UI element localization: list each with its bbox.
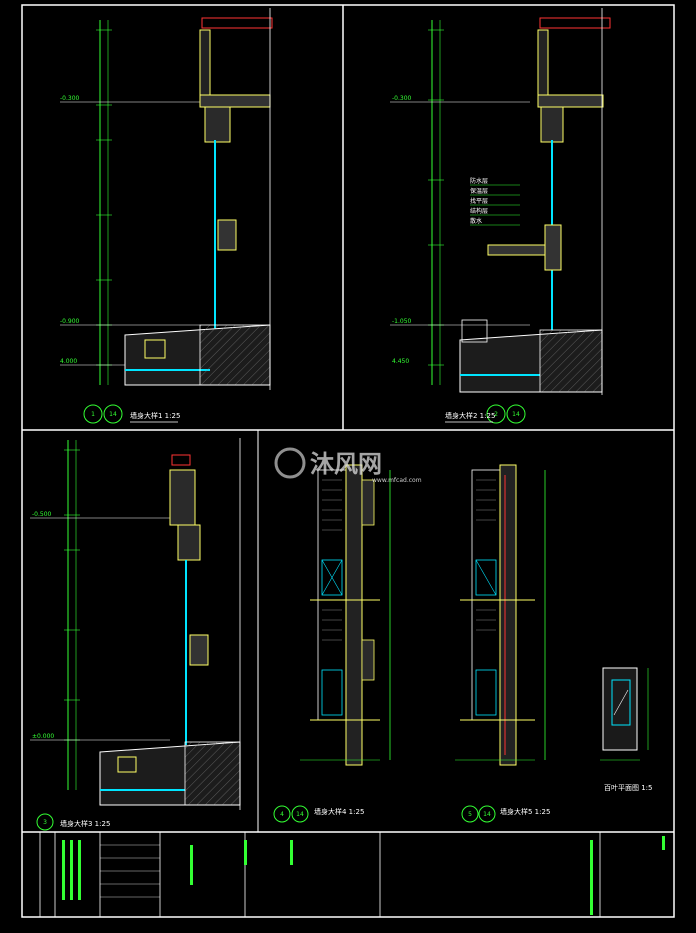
- detail-tag: 4: [280, 811, 284, 818]
- watermark-url: www.mfcad.com: [372, 477, 422, 484]
- title-block: [39, 832, 665, 917]
- level-label: ±0.000: [32, 733, 54, 740]
- level-label: 4.000: [60, 358, 77, 365]
- note-label: 防水层: [470, 177, 488, 185]
- watermark: 沐风网 www.mfcad.com: [274, 447, 422, 484]
- detail-1-title: 墙身大样1 1:25: [130, 411, 180, 420]
- detail-6-drawing: [600, 667, 649, 761]
- level-label: -0.300: [60, 95, 80, 102]
- note-label: 保温层: [470, 187, 488, 195]
- detail-tag: 5: [468, 811, 472, 818]
- level-label: -0.300: [392, 95, 412, 102]
- detail-3-title: 墙身大样3 1:25: [60, 819, 110, 828]
- level-label: -1.050: [392, 318, 412, 325]
- detail-tag: 2: [494, 411, 498, 418]
- detail-tag: 14: [483, 811, 491, 818]
- detail-tag: 14: [512, 411, 520, 418]
- detail-3-drawing: [30, 438, 241, 831]
- level-label: -0.500: [32, 511, 52, 518]
- detail-tag: 14: [109, 411, 117, 418]
- detail-2-title: 墙身大样2 1:25: [445, 411, 495, 420]
- detail-tag: 1: [91, 411, 95, 418]
- detail-2-drawing: [390, 8, 611, 424]
- detail-tag: 14: [296, 811, 304, 818]
- sheet-border: [21, 4, 675, 918]
- level-label: -0.900: [60, 318, 80, 325]
- detail-tag: 3: [43, 819, 47, 826]
- watermark-text: 沐风网: [310, 450, 382, 478]
- detail-4-title: 墙身大样4 1:25: [314, 807, 364, 816]
- note-label: 散水: [470, 217, 482, 225]
- note-label: 找平层: [470, 197, 488, 205]
- detail-5-title: 墙身大样5 1:25: [500, 807, 550, 816]
- note-label: 结构层: [470, 207, 488, 215]
- watermark-logo-icon: [274, 447, 306, 479]
- detail-1-drawing: [60, 8, 273, 424]
- detail-5-drawing: [455, 464, 546, 823]
- level-label: 4.450: [392, 358, 409, 365]
- detail-4-drawing: [273, 464, 391, 823]
- detail-6-title: 百叶平面图 1:5: [604, 783, 653, 792]
